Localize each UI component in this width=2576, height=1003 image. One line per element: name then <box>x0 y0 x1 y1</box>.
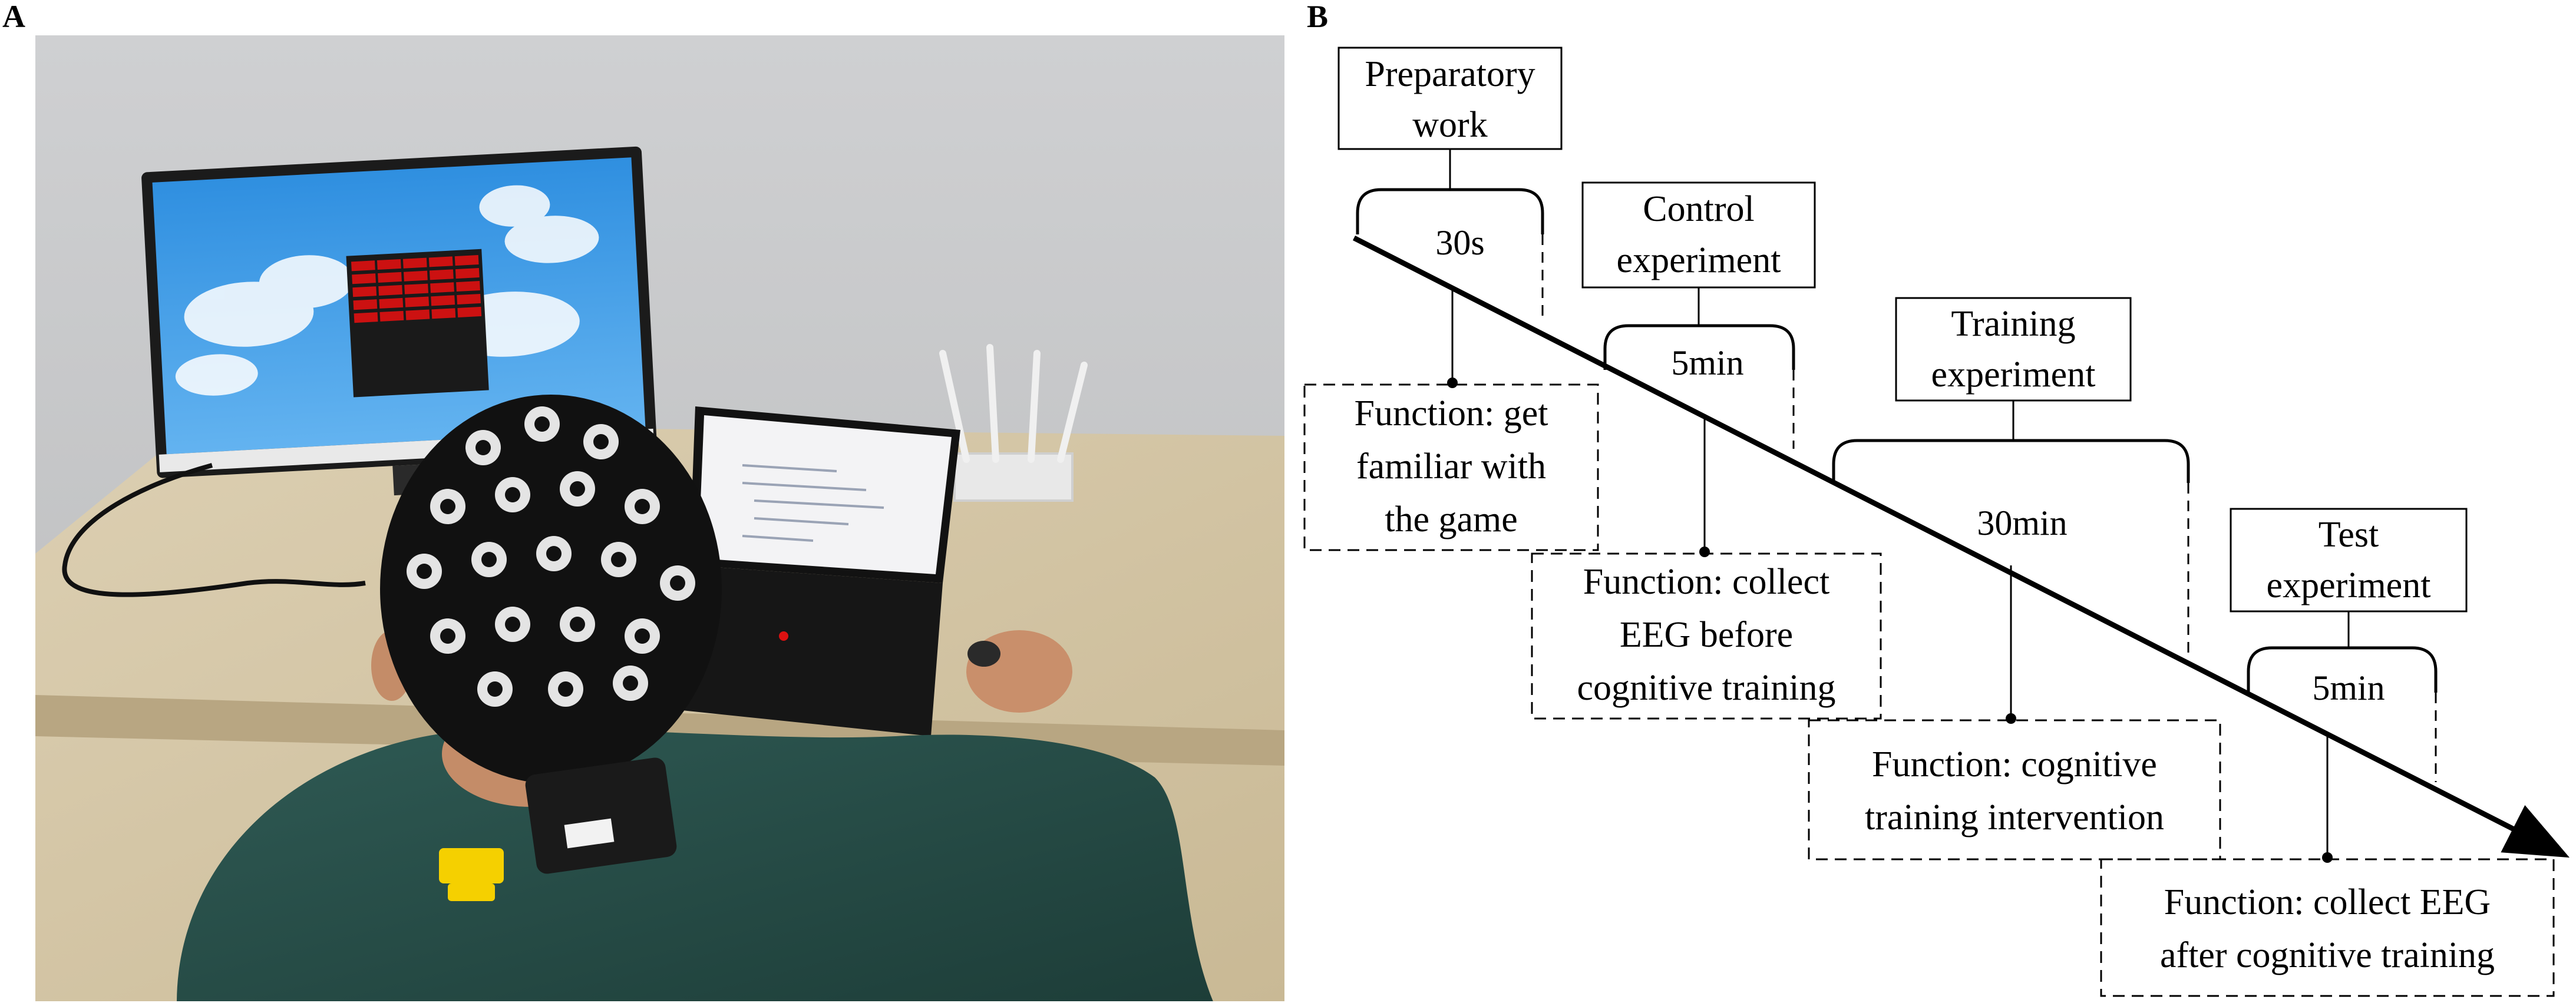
eeg-electrode <box>536 536 572 571</box>
stage-title-line: Training <box>1951 304 2075 344</box>
eeg-electrode <box>560 607 595 642</box>
eeg-electrode <box>477 671 513 707</box>
stage-title-line: Test <box>2319 515 2379 555</box>
game-brick <box>377 259 401 270</box>
function-line: training intervention <box>1865 797 2164 838</box>
eeg-electrode <box>495 607 530 642</box>
stage-test: Test experiment 5min Function: collect E… <box>2100 508 2555 997</box>
eeg-electrode <box>625 618 660 654</box>
stage-title-line: Control <box>1643 189 1754 229</box>
game-brick <box>429 269 454 280</box>
eeg-electrode <box>613 666 648 701</box>
game-brick <box>352 273 376 284</box>
eeg-electrode <box>625 489 660 524</box>
panel-label-a: A <box>2 0 25 34</box>
stage-duration: 30min <box>1977 504 2067 542</box>
photo-cable <box>62 463 366 597</box>
eeg-electrode <box>524 406 560 442</box>
duration-bracket <box>1603 324 1795 370</box>
game-brick <box>457 293 481 305</box>
timeline-arrow <box>1352 235 2570 858</box>
experiment-photo <box>35 35 1284 1001</box>
game-brick <box>405 309 430 320</box>
function-line: Function: get <box>1355 393 1548 433</box>
router-antennas <box>939 344 1088 463</box>
eeg-electrode <box>583 424 619 459</box>
game-brick <box>455 268 480 279</box>
game-brick <box>405 296 430 307</box>
function-line: Function: collect EEG <box>2164 882 2491 922</box>
panel-label-b: B <box>1307 0 1328 34</box>
eeg-electrode <box>407 554 442 589</box>
function-box <box>1531 552 1882 720</box>
stage-title-line: experiment <box>2267 565 2431 605</box>
stage-title-line: Preparatory <box>1365 54 1535 94</box>
function-line: cognitive training <box>1577 668 1835 708</box>
function-line: Function: collect <box>1583 562 1829 602</box>
game-brick <box>431 295 455 306</box>
function-box <box>1303 383 1599 551</box>
game-bricks <box>351 255 482 323</box>
eeg-electrode <box>548 671 583 707</box>
game-brick <box>457 306 482 317</box>
eeg-electrode <box>465 430 501 465</box>
eeg-amplifier <box>525 757 677 874</box>
game-brick <box>352 286 377 297</box>
function-line: familiar with <box>1356 446 1546 486</box>
stage-duration: 5min <box>2312 668 2385 707</box>
game-brick <box>404 270 428 282</box>
stage-duration: 30s <box>1435 223 1484 262</box>
game-brick <box>378 284 403 296</box>
game-brick <box>351 260 375 272</box>
stage-duration: 5min <box>1671 343 1743 382</box>
function-box <box>2100 858 2555 997</box>
game-brick <box>353 299 378 310</box>
function-box <box>1808 719 2221 860</box>
game-brick <box>379 310 404 322</box>
laptop-code-lines <box>742 464 884 542</box>
stage-preparatory: Preparatory work 30s Function: get famil… <box>1303 47 1599 551</box>
eeg-electrode <box>495 477 530 512</box>
photo-monitor <box>141 146 658 496</box>
function-line: EEG before <box>1620 615 1793 655</box>
eeg-electrode <box>601 542 636 577</box>
stage-training: Training experiment 30min Function: cogn… <box>1808 297 2221 860</box>
photo-mouse <box>967 641 1000 667</box>
duration-bracket <box>2247 646 2438 693</box>
game-brick <box>454 255 479 266</box>
game-brick <box>430 282 454 293</box>
stage-title-line: experiment <box>1617 240 1781 280</box>
photo-shirt <box>177 729 1213 1001</box>
eeg-connector <box>439 848 504 901</box>
function-line: the game <box>1385 499 1518 539</box>
game-brick <box>378 272 402 283</box>
eeg-electrode <box>560 471 595 507</box>
game-brick <box>379 297 404 309</box>
eeg-electrode <box>430 489 465 524</box>
game-brick <box>404 283 428 294</box>
game-brick <box>402 257 427 269</box>
eeg-electrode <box>430 618 465 654</box>
duration-bracket <box>1356 188 1544 234</box>
stage-control: Control experiment 5min Function: collec… <box>1531 181 1882 720</box>
game-brick <box>428 256 453 267</box>
eeg-electrode <box>471 542 507 577</box>
stage-title-line: experiment <box>1931 355 2096 395</box>
eeg-electrodes <box>407 406 695 707</box>
stage-title-line: work <box>1412 105 1487 145</box>
game-brick <box>431 308 456 319</box>
photo-laptop <box>648 406 960 736</box>
game-brick <box>456 280 480 292</box>
timeline-diagram: Preparatory work 30s Function: get famil… <box>1303 47 2570 997</box>
eeg-electrode <box>660 565 695 601</box>
function-line: after cognitive training <box>2160 935 2495 975</box>
function-line: Function: cognitive <box>1872 744 2157 784</box>
game-brick <box>354 312 378 323</box>
photo-router <box>953 452 1074 502</box>
duration-bracket <box>1832 439 2190 483</box>
